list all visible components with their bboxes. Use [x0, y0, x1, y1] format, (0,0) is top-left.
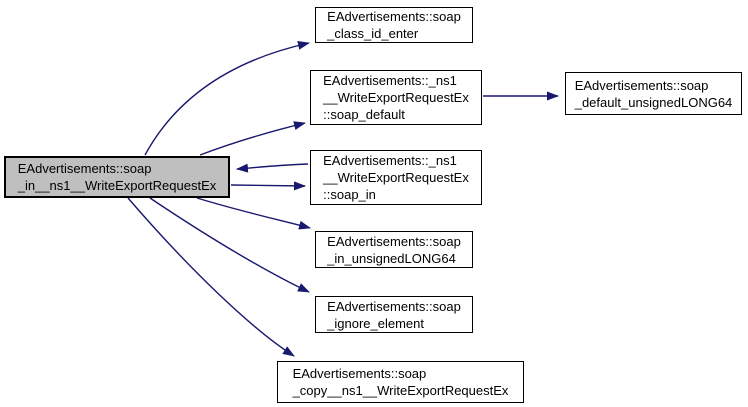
node-soap-copy-ns1-writeexportrequestex[interactable]: EAdvertisements::soap _copy__ns1__WriteE… — [277, 361, 524, 403]
node-soap-ignore-element[interactable]: EAdvertisements::soap _ignore_element — [315, 296, 473, 333]
node-ns1-writeexportrequestex-soap-default[interactable]: EAdvertisements::_ns1 __WriteExportReque… — [310, 70, 482, 125]
edge-main-to-class-id-enter — [144, 40, 310, 156]
node-soap-in-unsignedlong64[interactable]: EAdvertisements::soap _in_unsignedLONG64 — [315, 231, 473, 268]
edge-main-to-soap-in — [230, 181, 306, 191]
node-label: EAdvertisements::soap _ignore_element — [327, 298, 461, 331]
edge-soap-in-to-main — [236, 163, 309, 173]
node-soap-in-ns1-writeexportrequestex: EAdvertisements::soap _in__ns1__WriteExp… — [4, 156, 230, 198]
node-soap-default-unsignedlong64[interactable]: EAdvertisements::soap _default_unsignedL… — [565, 72, 742, 115]
node-label: EAdvertisements::soap _copy__ns1__WriteE… — [292, 366, 509, 398]
node-label: EAdvertisements::soap _default_unsignedL… — [574, 77, 733, 110]
node-label: EAdvertisements::soap _in__ns1__WriteExp… — [17, 161, 217, 193]
edge-main-to-copy — [127, 197, 295, 357]
edge-main-to-soap-default — [199, 121, 306, 156]
node-ns1-writeexportrequestex-soap-in[interactable]: EAdvertisements::_ns1 __WriteExportReque… — [310, 150, 482, 205]
node-label: EAdvertisements::_ns1 __WriteExportReque… — [323, 153, 469, 202]
node-label: EAdvertisements::soap _in_unsignedLONG64 — [327, 233, 461, 266]
edge-main-to-ignore-element — [149, 197, 310, 293]
node-label: EAdvertisements::_ns1 __WriteExportReque… — [323, 73, 469, 122]
node-label: EAdvertisements::soap _class_id_enter — [327, 9, 461, 41]
node-soap-class-id-enter[interactable]: EAdvertisements::soap _class_id_enter — [315, 7, 473, 43]
edge-main-to-in-unsignedlong64 — [196, 197, 311, 230]
